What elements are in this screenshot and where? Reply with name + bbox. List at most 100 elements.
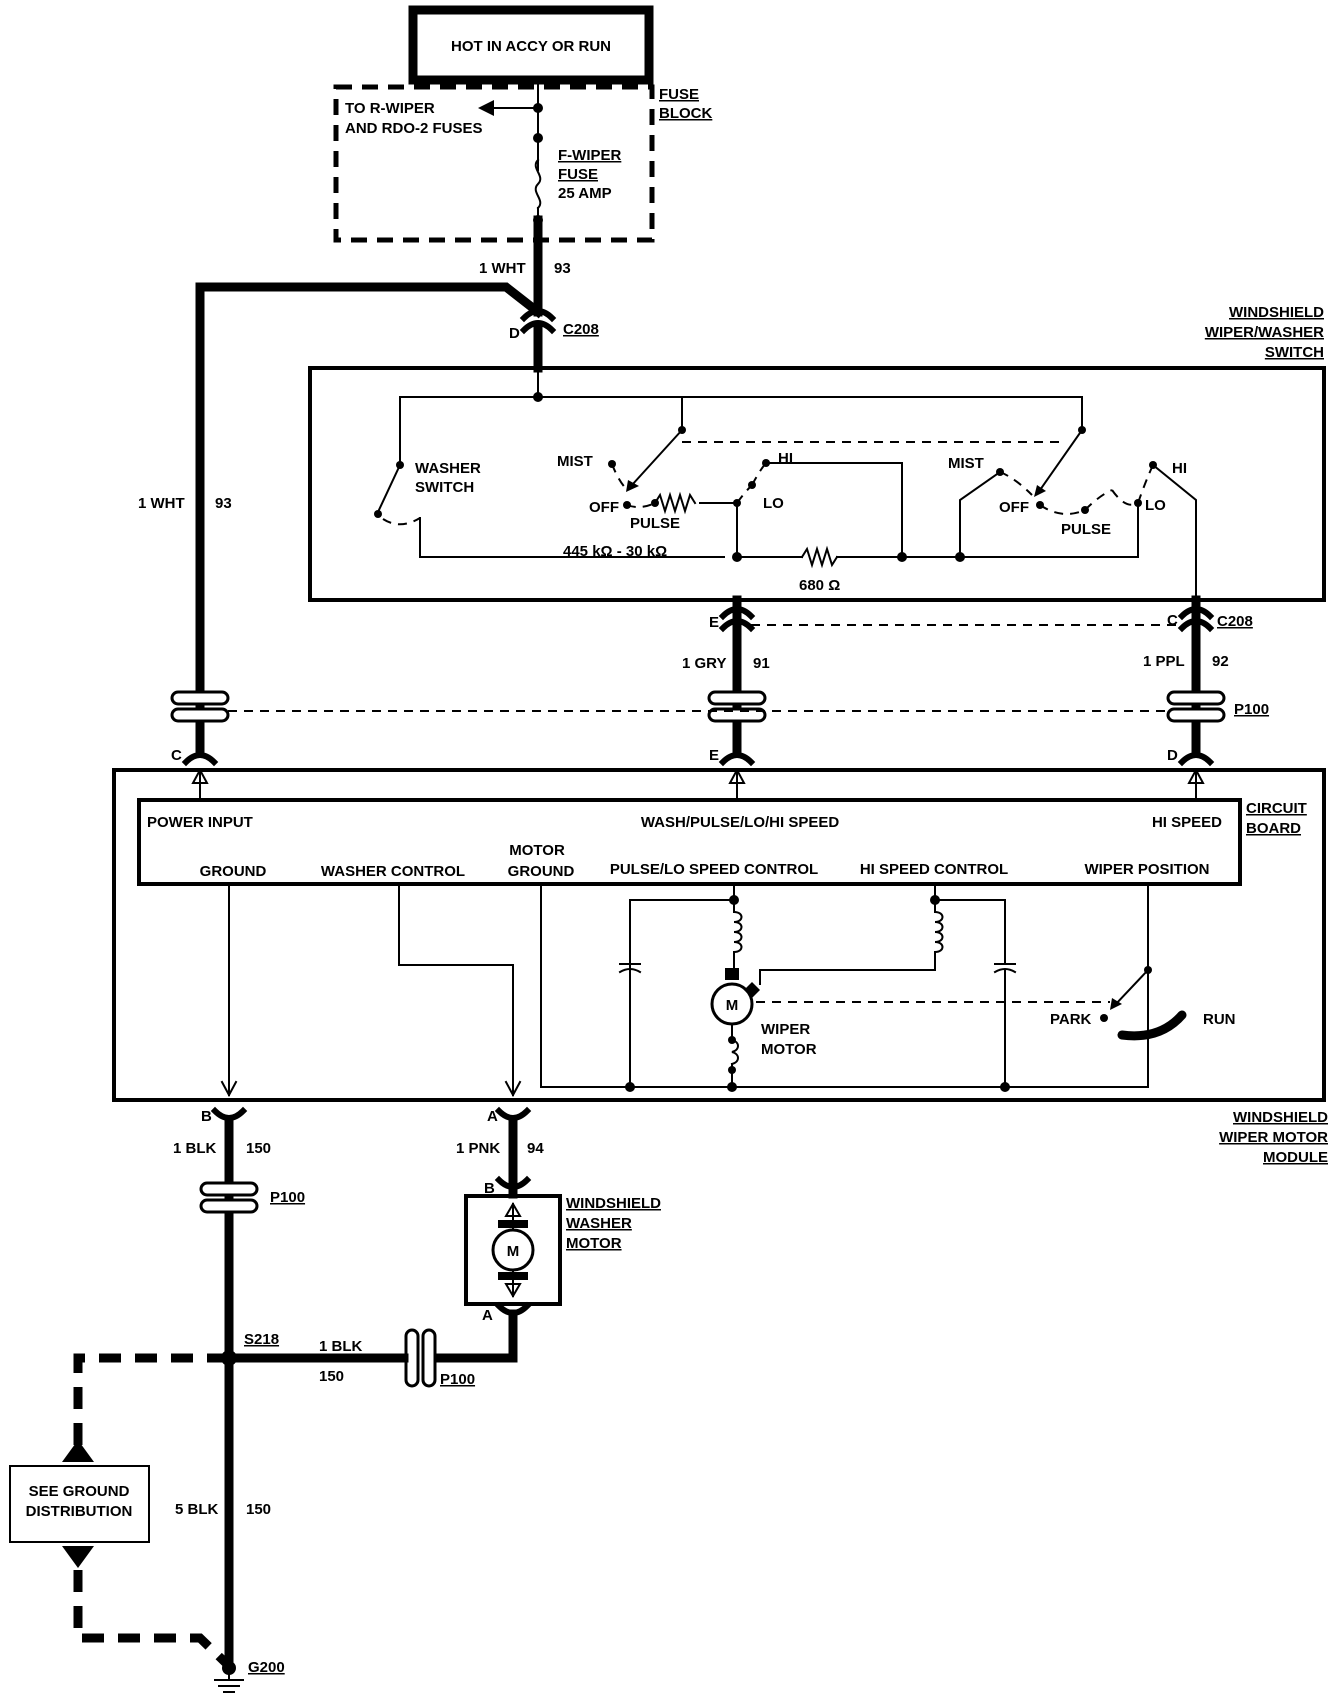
- to-fuses-label: TO R-WIPER: [345, 100, 435, 117]
- fuse-rating: 25 AMP: [558, 185, 612, 202]
- switch-mist-left: MIST: [557, 453, 593, 470]
- switch-pulse-right: PULSE: [1061, 521, 1111, 538]
- wire-91-size: 1 GRY: [682, 655, 726, 672]
- run-label: RUN: [1203, 1011, 1236, 1028]
- module-pin-c: [181, 752, 219, 767]
- switch-title: WINDSHIELD: [1229, 304, 1324, 321]
- c208-pin-d: D: [509, 325, 520, 342]
- p100-label-top: P100: [1234, 701, 1269, 718]
- wire-150b-size: 1 BLK: [319, 1338, 363, 1355]
- switch-title-2: WIPER/WASHER: [1205, 324, 1324, 341]
- board-ground: GROUND: [200, 863, 267, 880]
- p100-label-washer: P100: [440, 1371, 475, 1388]
- board-input-arrows: [191, 767, 1205, 801]
- board-motor-ground: MOTOR: [509, 842, 565, 859]
- board-hi-speed-control: HI SPEED CONTROL: [860, 861, 1008, 878]
- c208-label-top: C208: [563, 321, 599, 338]
- motor-symbol: M: [726, 997, 739, 1014]
- module-title-2: WIPER MOTOR: [1219, 1129, 1328, 1146]
- wire-93-size: 1 WHT: [479, 260, 526, 277]
- wiper-motor-module-box: [112, 768, 1326, 1102]
- wire-93-branch-size: 1 WHT: [138, 495, 185, 512]
- switch-mist-right: MIST: [948, 455, 984, 472]
- board-pulse-lo: PULSE/LO SPEED CONTROL: [610, 861, 818, 878]
- washer-pin-b: [494, 1175, 532, 1190]
- to-fuses-label-2: AND RDO-2 FUSES: [345, 120, 483, 137]
- wire-91-number: 91: [753, 655, 770, 672]
- wire-150-number: 150: [246, 1140, 271, 1157]
- c208-pin-c: C: [1167, 612, 1178, 629]
- washer-pin-a-label: A: [482, 1307, 493, 1324]
- module-pin-e-label: E: [709, 747, 719, 764]
- switch-off-left: OFF: [589, 499, 619, 516]
- switch-lo-left: LO: [763, 495, 784, 512]
- c208-pin-e: E: [709, 614, 719, 631]
- c208-label-right: C208: [1217, 613, 1253, 630]
- module-pin-b-label: B: [201, 1108, 212, 1125]
- wire-92-number: 92: [1212, 653, 1229, 670]
- fuse-name-2: FUSE: [558, 166, 598, 183]
- switch-hi-left: HI: [778, 450, 793, 467]
- ground-distribution-box: [9, 1465, 150, 1543]
- fuse-block-outline: [333, 84, 655, 243]
- resistor-680-value: 680 Ω: [799, 577, 840, 594]
- wiper-motor-label-2: MOTOR: [761, 1041, 817, 1058]
- washer-switch-label: WASHER: [415, 460, 481, 477]
- module-pin-c-label: C: [171, 747, 182, 764]
- circuit-board-title-2: BOARD: [1246, 820, 1301, 837]
- washer-motor-title: WINDSHIELD: [566, 1195, 661, 1212]
- module-pin-d-label: D: [1167, 747, 1178, 764]
- board-hi-speed: HI SPEED: [1152, 814, 1222, 831]
- wire-150c-number: 150: [246, 1501, 271, 1518]
- ground-distribution-label: SEE GROUND: [29, 1483, 130, 1500]
- wire-150b-number: 150: [319, 1368, 344, 1385]
- wire-92-size: 1 PPL: [1143, 653, 1185, 670]
- wire-150c-size: 5 BLK: [175, 1501, 219, 1518]
- wire-94-size: 1 PNK: [456, 1140, 500, 1157]
- washer-pin-b-label: B: [484, 1180, 495, 1197]
- module-title-3: MODULE: [1263, 1149, 1328, 1166]
- wiper-washer-switch-box: [308, 366, 1326, 602]
- wire-93-branch-number: 93: [215, 495, 232, 512]
- switch-hi-right: HI: [1172, 460, 1187, 477]
- board-wiper-position: WIPER POSITION: [1084, 861, 1209, 878]
- ground-distribution-arrow-up: [62, 1440, 94, 1462]
- p100-connector-d: [1166, 690, 1226, 723]
- module-pin-e: [718, 752, 756, 767]
- ground-g200-label: G200: [248, 1659, 285, 1676]
- p100-connector-washer: [404, 1328, 437, 1388]
- switch-lo-right: LO: [1145, 497, 1166, 514]
- fuse-block-title-2: BLOCK: [659, 105, 712, 122]
- p100-connector-c: [170, 690, 230, 723]
- fuse-terminal-dot: [533, 133, 543, 143]
- to-fuses-arrow: [478, 100, 494, 116]
- washer-motor-title-3: MOTOR: [566, 1235, 622, 1252]
- park-label: PARK: [1050, 1011, 1092, 1028]
- board-washer-control: WASHER CONTROL: [321, 863, 465, 880]
- c208-connector-d: [519, 320, 557, 335]
- module-internals: [220, 883, 1187, 1098]
- washer-switch-label-2: SWITCH: [415, 479, 474, 496]
- ground-distribution-link-top: [73, 1353, 229, 1460]
- fuse-block-title: FUSE: [659, 86, 699, 103]
- switch-internals: [374, 367, 1197, 601]
- fuse-junction-dot: [533, 103, 543, 113]
- c208-connector-c: [1177, 618, 1215, 633]
- switch-pulse-left: PULSE: [630, 515, 680, 532]
- module-title: WINDSHIELD: [1233, 1109, 1328, 1126]
- board-wash-pulse: WASH/PULSE/LO/HI SPEED: [641, 814, 840, 831]
- switch-title-3: SWITCH: [1265, 344, 1324, 361]
- c208-connector-e: [718, 618, 756, 633]
- switch-off-right: OFF: [999, 499, 1029, 516]
- p100-connector-e: [707, 690, 767, 723]
- washer-motor-title-2: WASHER: [566, 1215, 632, 1232]
- wire-150-washer-return: [435, 1309, 518, 1363]
- power-source-box: [408, 5, 654, 85]
- p100-connector-b: [199, 1181, 259, 1214]
- ground-distribution-label-2: DISTRIBUTION: [26, 1503, 133, 1520]
- board-motor-ground-2: GROUND: [508, 863, 575, 880]
- wire-94-number: 94: [527, 1140, 544, 1157]
- board-power-input: POWER INPUT: [147, 814, 253, 831]
- fuse-element: [534, 158, 542, 210]
